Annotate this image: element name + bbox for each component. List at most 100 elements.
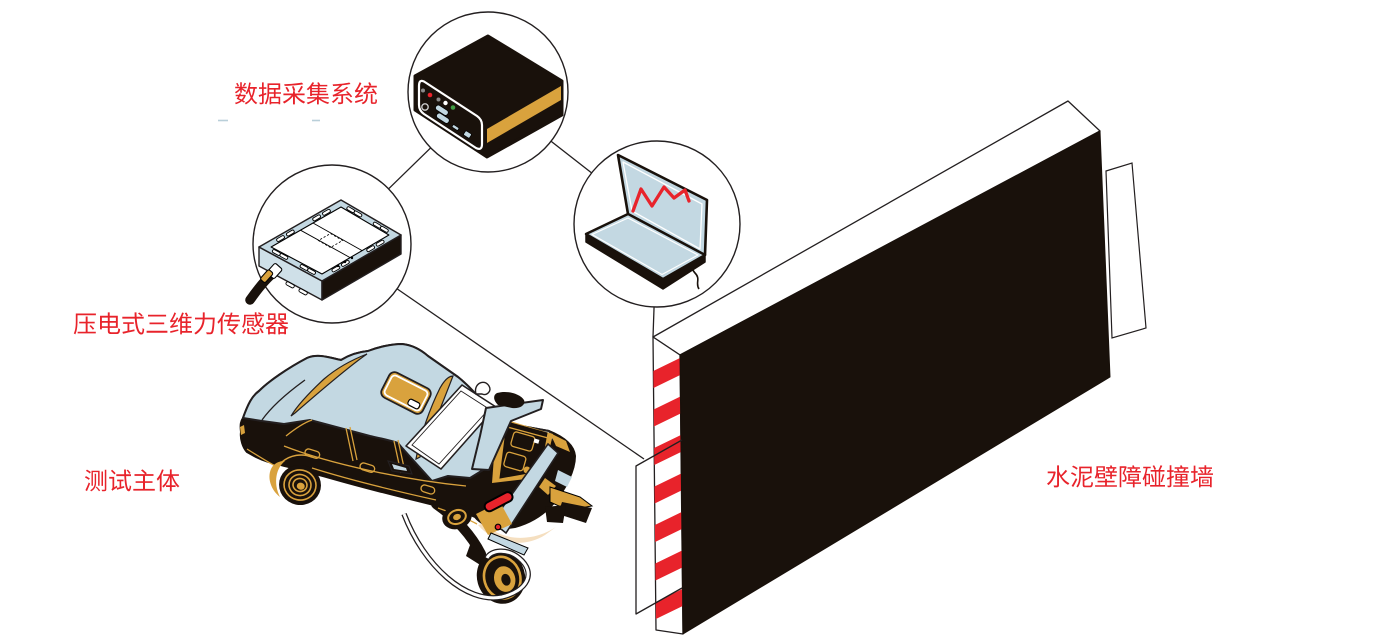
car-bpillar-line	[345, 426, 358, 462]
car-rear-wheel-part-3	[453, 513, 461, 521]
laptop-base-inner-line	[591, 217, 699, 276]
sensor-side-slots-part-2	[298, 288, 308, 296]
label-vehicle: 测试主体	[84, 468, 180, 492]
laptop-chart-line	[631, 185, 691, 213]
sensor-panel-lines-part-1	[300, 229, 351, 258]
car-headlight	[240, 425, 245, 435]
wall-hazard-stripes	[653, 358, 683, 619]
sensor-rim-dots	[336, 256, 354, 268]
car-rear-window	[405, 384, 497, 470]
car-side-details-part-3	[420, 484, 436, 495]
car-sunroof-part-2	[383, 374, 429, 412]
daq-ports-part-4	[463, 130, 472, 139]
car-side-details-part-2	[359, 462, 376, 473]
car-rear-wheel-part-2	[447, 508, 467, 526]
daq-leds	[421, 88, 456, 110]
sensor-rim-slots-part-16	[375, 239, 385, 247]
car-sunroof-part-3	[407, 398, 421, 410]
label-wall-glyphs	[1046, 465, 1213, 488]
car-lid-hook	[474, 381, 491, 396]
car-tow-loop-part-2	[402, 513, 530, 600]
car-debris	[545, 486, 594, 523]
sensor-top-panel	[270, 206, 390, 275]
daq-unit-illustration	[413, 34, 564, 159]
sensor-rim-slots-part-12	[307, 268, 316, 275]
daq-ports	[435, 104, 472, 139]
daq-leds-part-1	[421, 88, 425, 93]
sensor-rim-slots-part-8	[380, 225, 389, 233]
sensor-rim-slots-part-6	[353, 210, 363, 218]
car-front-wheel-part-5	[296, 482, 305, 490]
car-front-arch	[269, 461, 285, 497]
label-sensor: 压电式三维力传感器	[73, 311, 289, 335]
car-beltline	[283, 445, 467, 487]
car-reflector	[494, 523, 502, 531]
sensor-rim-slots-part-3	[312, 214, 321, 222]
sensor-rim-dots-part-3	[336, 264, 340, 268]
daq-ports-part-1	[435, 104, 449, 116]
sensor-rim-slots-part-2	[286, 229, 295, 237]
label-vehicle-glyphs	[84, 469, 180, 492]
car-rocker-line	[311, 467, 437, 501]
car-lid-blob	[494, 391, 525, 409]
car-front-wheel-part-2	[283, 469, 317, 501]
sensor-rim-slots-part-15	[366, 245, 375, 253]
wall-front-face	[679, 130, 1111, 635]
car-tow-loop	[401, 513, 531, 601]
laptop-screen-bezel	[622, 161, 703, 250]
sensor-panel-lines-part-3	[317, 233, 344, 248]
label-sensor-glyphs	[73, 312, 289, 335]
car-front-wheel-part-4	[292, 477, 308, 493]
car-side-details	[246, 419, 467, 501]
daq-ports-part-2	[436, 112, 450, 124]
car-trunk-lid	[471, 399, 544, 471]
sensor-rim-slots-part-4	[322, 208, 331, 216]
sensor-panel-lines	[300, 222, 363, 258]
car-rear-wheel	[442, 504, 472, 530]
sensor-rim-dots-part-2	[350, 256, 354, 260]
daq-box-body	[413, 34, 564, 159]
daq-leds-part-5	[450, 105, 456, 110]
sensor-rim-slots-part-10	[279, 253, 289, 260]
daq-gold-stripe	[487, 86, 561, 143]
daq-ports-part-3	[451, 124, 460, 131]
daq-front-bezel	[417, 79, 484, 150]
sensor-rim-slots-part-13	[331, 265, 341, 273]
car-debris-part-2	[558, 502, 592, 523]
crash-wall	[635, 100, 1147, 635]
daq-leds-part-2	[427, 92, 433, 98]
car-hood-seam	[261, 379, 306, 421]
car-side-details-part-1	[304, 448, 321, 459]
car-windshield-band	[290, 353, 368, 417]
wall-back-panel	[1105, 162, 1147, 339]
car-trunk-items-part-1	[510, 431, 536, 452]
sensor-rim-slots	[271, 206, 389, 275]
laptop-base-top	[584, 212, 707, 281]
car-bulge-blue	[555, 470, 572, 487]
daq-power-button	[421, 103, 429, 111]
car-trunk-dot	[533, 438, 540, 444]
labels	[73, 82, 1213, 492]
sensor-rim-slots-part-1	[276, 235, 285, 242]
car-bumper-gold	[476, 502, 512, 535]
sensor-side-slots-part-1	[285, 281, 295, 289]
car-apillar-line	[285, 419, 313, 437]
car-mirror-glass	[392, 464, 407, 471]
car-bumper-sliver	[487, 532, 529, 556]
wall-load-panel	[635, 439, 683, 615]
laptop-illustration	[584, 153, 709, 290]
car-front-wheel-part-3	[288, 473, 312, 497]
car-front-wheel	[269, 454, 321, 506]
label-daq-glyphs	[234, 82, 377, 105]
daq-leds-part-3	[436, 97, 441, 102]
car-rear-window-inner	[411, 390, 490, 465]
sensor-cable-ring-gold	[260, 269, 274, 283]
sensor-panel-lines-part-2	[312, 222, 363, 251]
sensor-rim-dots-part-1	[343, 260, 347, 264]
daq-leds-part-4	[443, 100, 448, 106]
label-wall: 水泥壁障碰撞墙	[1046, 464, 1214, 488]
force-sensor-illustration	[245, 199, 402, 305]
car-taillight	[483, 491, 514, 513]
car-debris-part-3	[545, 505, 566, 523]
